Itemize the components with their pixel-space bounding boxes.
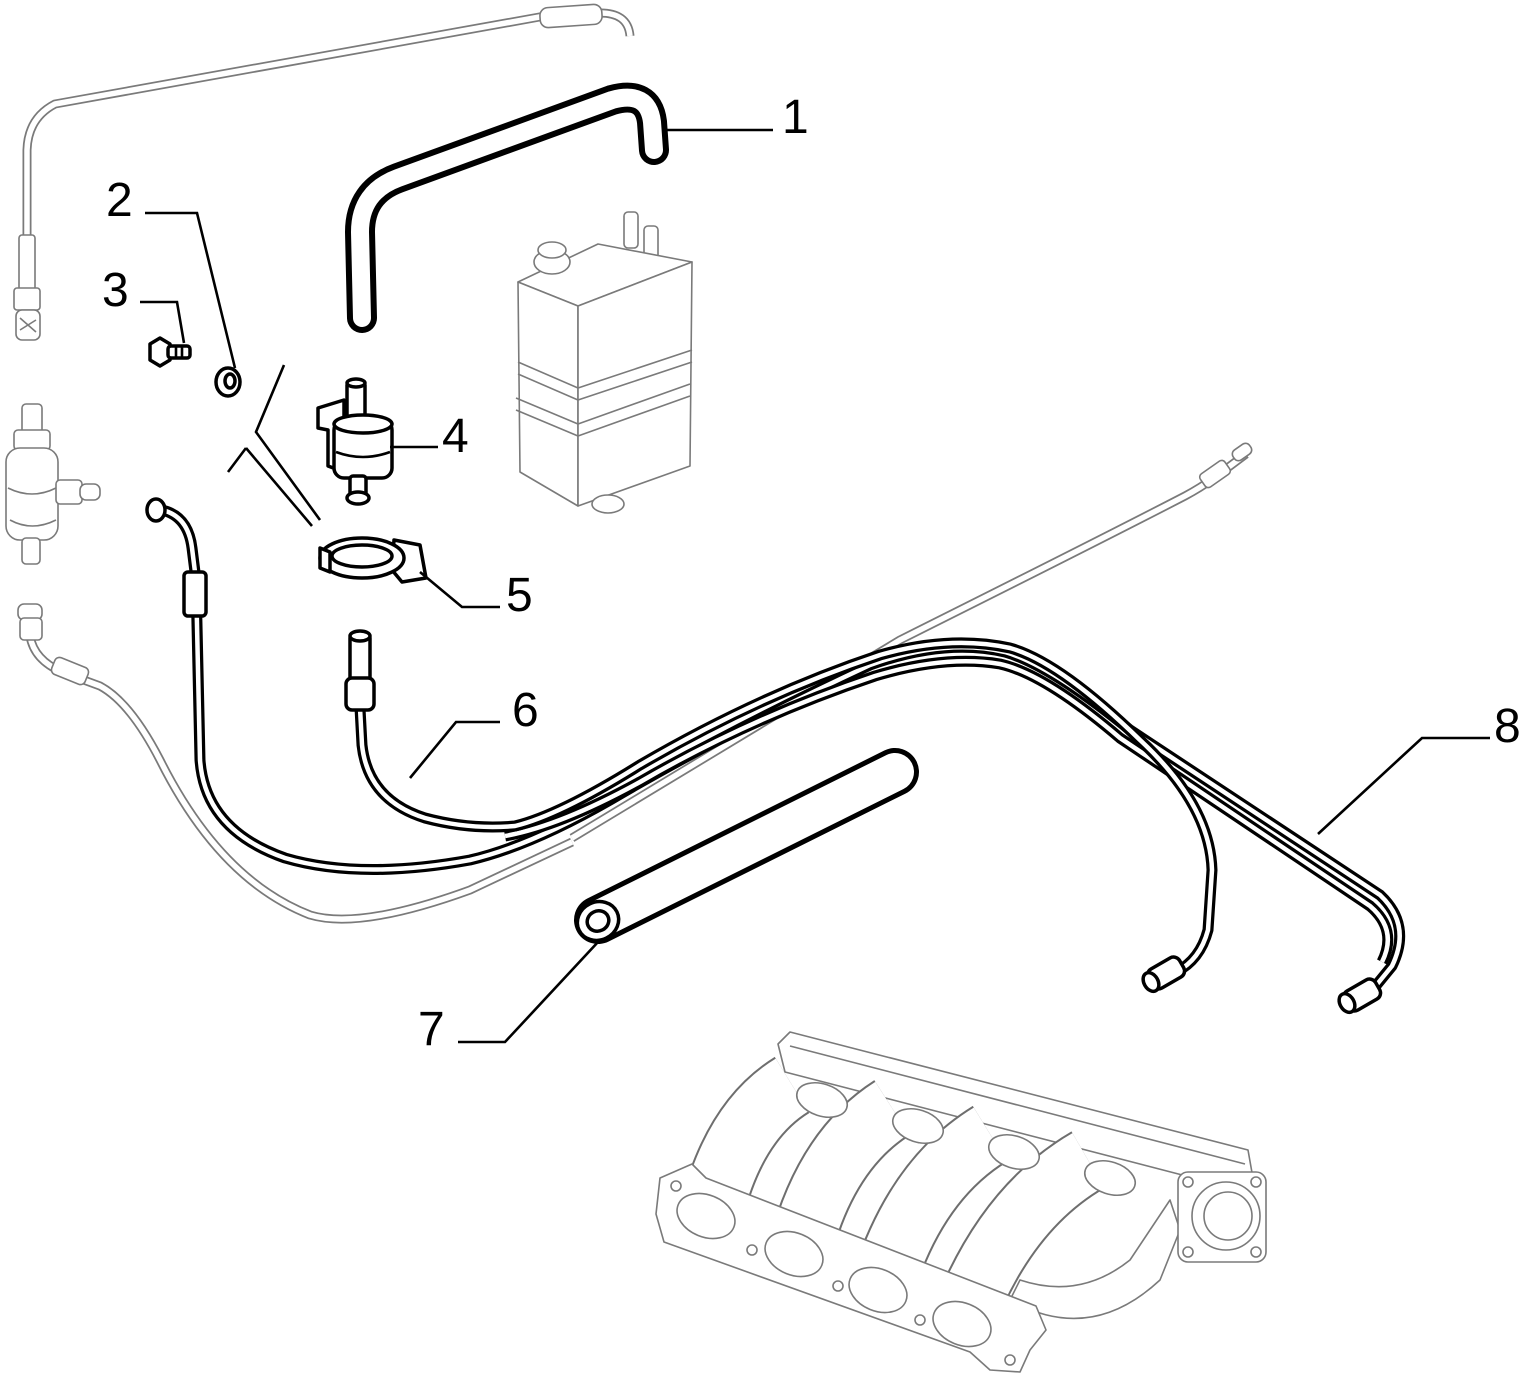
ghost-carbon-canister: [515, 211, 693, 514]
part-8-pipe-bundle: [145, 497, 1400, 1015]
throttle-bolt-hole: [1182, 1176, 1194, 1188]
flange-port-1: [676, 1192, 736, 1240]
part-4-valve: [316, 377, 394, 506]
callout-label-7: 7: [418, 1003, 445, 1056]
leader-line-8: [1317, 736, 1490, 835]
ghost-right-cable-end: [1231, 442, 1253, 462]
callout-label-1: 1: [782, 91, 809, 144]
ghost-top-cable-sleeve: [18, 234, 36, 291]
ghost-t-fitting-bottom-nipple: [21, 537, 41, 565]
ghost-lower-cable-sleeve: [50, 656, 90, 686]
pipe-6-top-opening: [348, 629, 372, 643]
canister-nipple-rear: [623, 211, 639, 249]
ghost-t-fitting-side-nut: [55, 479, 83, 505]
throttle-bolt-hole: [1250, 1176, 1262, 1188]
valve-body-top: [332, 413, 394, 435]
valve-top-nipple-end: [345, 377, 367, 389]
callout-label-4: 4: [442, 410, 469, 463]
bolt-head: [148, 336, 172, 368]
tube-7-bore: [585, 909, 611, 933]
valve-body-seam: [335, 450, 391, 459]
part-2-washer: [214, 366, 242, 398]
canister-bands: [515, 349, 693, 437]
ghost-right-cable: [572, 442, 1253, 838]
runner-3-opening: [987, 1133, 1041, 1171]
flange-port-3: [848, 1266, 908, 1314]
exploded-view-assembly-lines: [226, 364, 322, 527]
part-7-tube: [571, 772, 895, 947]
leader-line-5: [419, 571, 500, 609]
canister-left-face: [517, 281, 579, 507]
leader-line-3: [140, 300, 186, 344]
canister-cap-top: [537, 241, 567, 259]
valve-bottom-nipple-end: [345, 490, 371, 506]
leader-line-7: [458, 941, 599, 1044]
clamp-left-tab: [318, 546, 332, 574]
ghost-lower-left-cable: [17, 603, 572, 919]
ghost-top-cable-nut: [13, 287, 41, 311]
flange-bolt-hole: [670, 1180, 682, 1192]
runner-4-opening: [1083, 1159, 1137, 1197]
bolt-thread: [174, 346, 184, 358]
manifold-rail-edge: [789, 1045, 1246, 1165]
callout-label-6: 6: [512, 684, 539, 737]
ghost-t-fitting: [5, 403, 101, 565]
ghost-t-fitting-top-nut: [13, 429, 51, 451]
flange-bolt-hole: [832, 1280, 844, 1292]
callout-label-2: 2: [106, 174, 133, 227]
leader-line-2: [145, 211, 237, 369]
part-5-clamp: [318, 536, 428, 584]
flange-bolt-hole: [746, 1244, 758, 1256]
flange-port-2: [764, 1230, 824, 1278]
ghost-right-cable-connector: [1198, 459, 1232, 489]
flange-bolt-hole: [1004, 1354, 1016, 1366]
pipe-left-end-fitting: [145, 497, 167, 523]
throttle-bolt-hole: [1182, 1246, 1194, 1258]
leader-line-6: [408, 720, 500, 779]
flange-port-4: [932, 1300, 992, 1348]
ghost-intake-manifold: [655, 1031, 1267, 1373]
runner-1-opening: [795, 1081, 849, 1119]
ghost-top-cable-connector: [539, 3, 603, 29]
callout-leader-lines: [140, 128, 1490, 1044]
bundle-right-end-opening: [1337, 991, 1357, 1015]
bolt-shank: [166, 344, 192, 360]
washer-hole: [223, 372, 237, 390]
pipe-left-sleeve: [182, 570, 208, 618]
callout-label-3: 3: [102, 264, 129, 317]
ghost-lower-cable-outline: [30, 636, 572, 919]
ghost-t-fitting-side-nipple: [79, 483, 101, 501]
throttle-bore-inner: [1203, 1191, 1253, 1241]
clamp-ring-inner: [330, 543, 394, 569]
flange-bolt-hole: [914, 1314, 926, 1326]
ghost-lower-cable-nut: [19, 617, 43, 641]
canister-bottom-port: [591, 494, 625, 514]
callout-label-5: 5: [506, 569, 533, 622]
ghost-t-fitting-rings: [7, 487, 57, 527]
assembly-line-b: [226, 447, 313, 527]
ghost-top-cable-end-mark: [19, 317, 37, 333]
canister-right-face: [577, 261, 693, 507]
runner-2-opening: [891, 1107, 945, 1145]
ghost-top-cable: [13, 3, 630, 341]
part-3-bolt: [148, 336, 192, 368]
pipe-6-sleeve: [344, 676, 376, 712]
callout-labels: 1 2 3 4 5 6 7 8: [102, 91, 1521, 1056]
part-6-pipe: [344, 629, 1212, 994]
throttle-bolt-hole: [1250, 1246, 1262, 1258]
pipe-6-end-opening: [1141, 970, 1161, 994]
callout-label-8: 8: [1494, 700, 1521, 753]
assembly-line-a: [254, 364, 322, 521]
